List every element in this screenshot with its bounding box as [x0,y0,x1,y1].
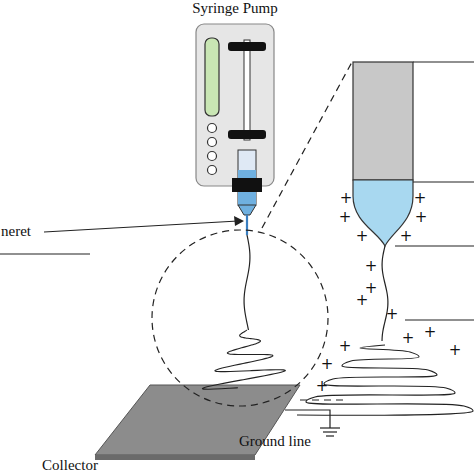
ground-wire [285,410,330,428]
level-line [413,181,474,182]
zoom-circle [152,230,328,406]
charge-sign: + [316,379,329,394]
level-line [405,319,474,320]
taylor-cone [353,180,413,246]
pump-button [208,166,217,175]
charge-sign: + [365,259,378,274]
collector-edge [95,455,255,460]
part-label: Ground line [239,434,311,449]
pump-rail [244,40,250,140]
charge-sign: + [321,357,334,372]
pump-block [228,42,266,51]
charge-sign: + [365,281,378,296]
ground-symbol [320,428,340,436]
level-line [413,61,474,62]
pump-body [196,24,274,186]
leader-line [44,221,238,232]
pump-display [205,38,219,116]
charge-sign: + [415,210,428,225]
charge-sign: + [414,191,427,206]
zoom-line [262,62,352,228]
title-label: Syringe Pump [192,1,277,16]
spinneret-zoom [353,62,413,180]
spinneret-needle [246,215,248,235]
pump-button [208,138,217,147]
plunger-head [228,130,266,139]
part-label: neret [1,224,31,239]
pump-button [208,152,217,161]
charge-sign: + [340,191,353,206]
fiber-jet [244,235,250,330]
side-line [0,253,90,254]
syringe-tip [238,205,256,215]
charge-sign: + [424,325,437,340]
zoom-coil [297,345,473,415]
charge-sign: + [386,307,399,322]
pump-button [208,124,217,133]
charge-sign: + [356,229,369,244]
charge-sign: + [402,331,415,346]
syringe-barrel [238,150,256,205]
zoom-jet [382,246,388,341]
syringe-clamp [232,178,262,192]
fiber-coil [202,330,285,389]
part-label: Collector [42,458,98,473]
charge-sign: + [400,229,413,244]
charge-sign: + [449,343,462,358]
arrow-head [234,216,244,226]
charge-sign: + [339,339,352,354]
charge-sign: + [339,210,352,225]
level-line [395,245,474,246]
